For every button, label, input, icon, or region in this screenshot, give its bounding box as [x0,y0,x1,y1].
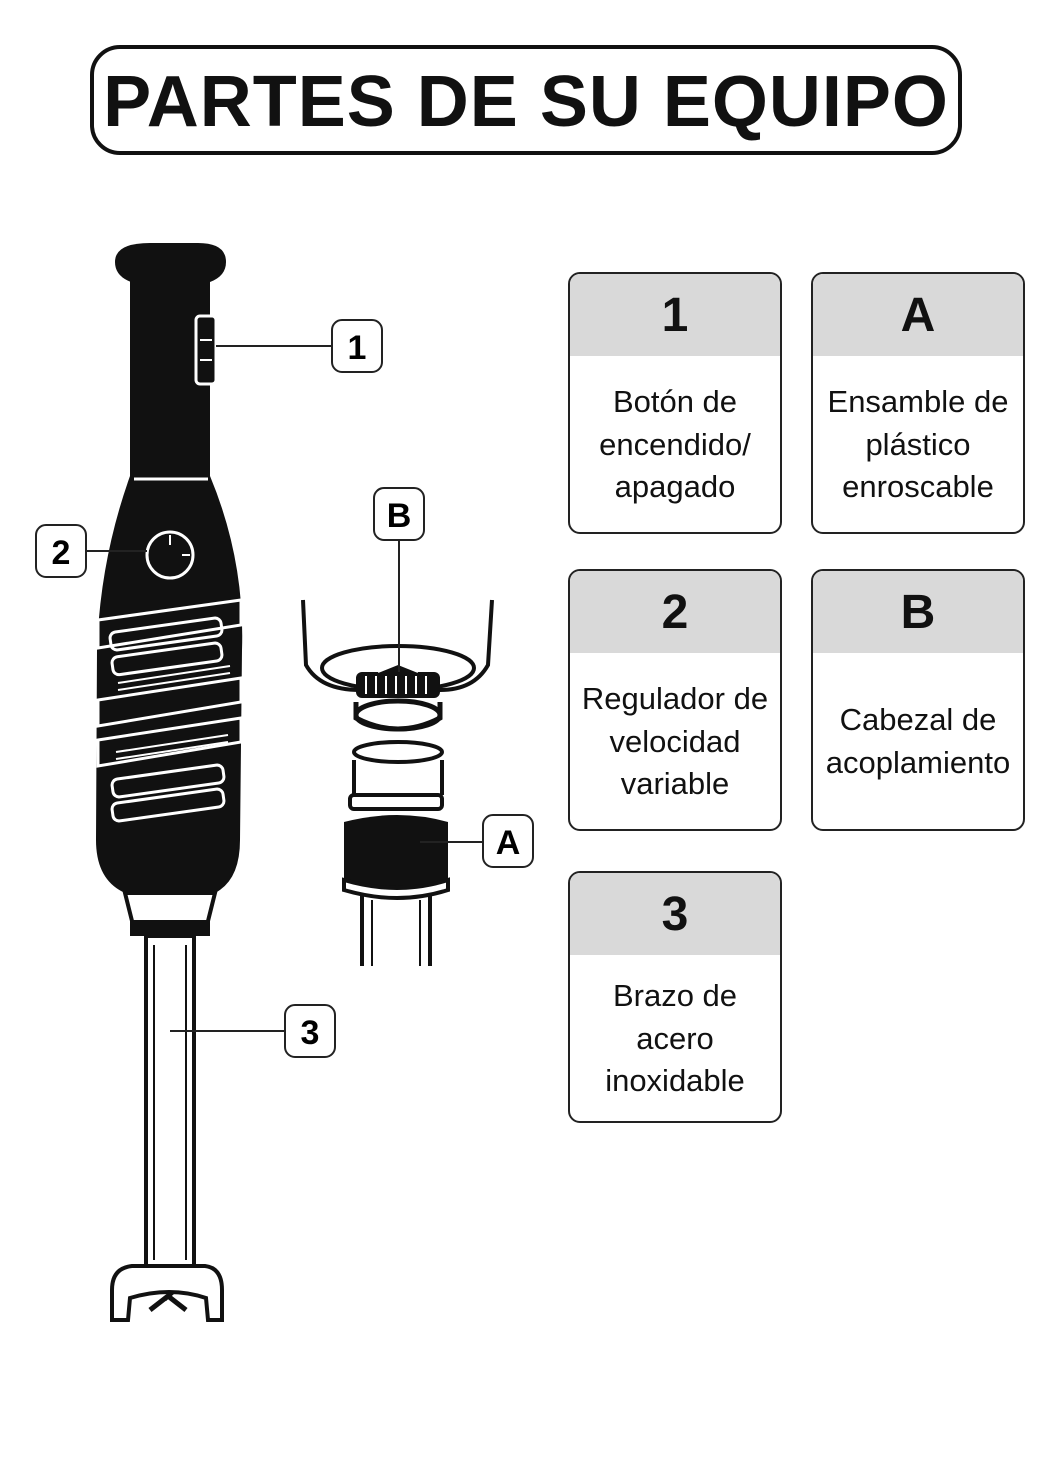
legend-card-B: B Cabezal de acoplamiento [811,569,1025,831]
power-button-icon [194,314,218,386]
title-banner: PARTES DE SU EQUIPO [90,45,962,155]
legend-card-3: 3 Brazo de acero inoxidable [568,871,782,1123]
page-title: PARTES DE SU EQUIPO [103,62,949,142]
callout-2-box [35,524,87,578]
legend-card-3-id: 3 [570,873,780,955]
legend-card-B-label: Cabezal de acoplamiento [825,702,1011,780]
legend-card-B-id: B [813,571,1023,653]
callout-A-box [482,814,534,868]
callout-3-label: 3 [301,1014,320,1052]
callout-2-label: 2 [52,534,71,572]
legend-card-1-id: 1 [570,274,780,356]
legend-card-2: 2 Regulador de velocidad variable [568,569,782,831]
callout-3-box [284,1004,336,1058]
callout-A-label: A [496,824,521,862]
legend-card-2-label: Regulador de velocidad variable [581,680,769,802]
legend-card-A: A Ensamble de plástico enroscable [811,272,1025,534]
legend-card-A-id: A [813,274,1023,356]
speed-dial-icon [145,530,195,580]
callout-1-label: 1 [348,329,367,367]
legend-card-1-label: Botón de encendido/ apagado [599,383,751,505]
legend-card-A-label: Ensamble de plástico enroscable [827,383,1009,505]
callout-1-box [331,319,383,373]
callout-B-label: B [387,497,412,535]
legend-card-2-id: 2 [570,571,780,653]
legend-card-1: 1 Botón de encendido/ apagado [568,272,782,534]
blender-illustration [96,243,243,1322]
coupling-head-illustration [301,599,494,966]
legend-card-3-label: Brazo de acero inoxidable [605,977,745,1099]
